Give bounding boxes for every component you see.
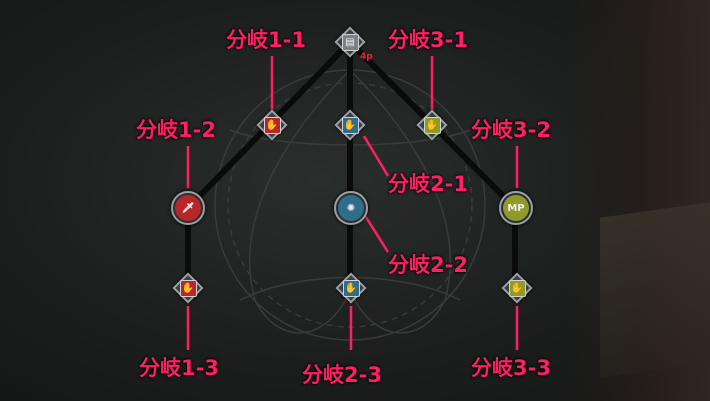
skill-node-branch-3-1[interactable]: ✋ — [416, 109, 448, 141]
root-point-badge: 4p — [360, 52, 373, 62]
label-branch-3-3: 分岐3-3 — [471, 356, 551, 380]
label-branch-1-3: 分岐1-3 — [139, 356, 219, 380]
label-branch-2-1: 分岐2-1 — [388, 172, 468, 196]
annotation-leader-lines — [186, 56, 519, 350]
mp-icon: MP — [503, 195, 529, 221]
hand-strike-icon: ✋ — [508, 279, 526, 297]
skill-stack-icon: ▤ — [341, 33, 359, 51]
skill-node-branch-1-1[interactable]: ✋ — [256, 109, 288, 141]
skill-node-branch-1-3[interactable]: ✋ — [172, 272, 204, 304]
hand-strike-icon: ✋ — [423, 116, 441, 134]
hand-strike-icon: ✋ — [341, 116, 359, 134]
skill-node-branch-3-3[interactable]: ✋ — [501, 272, 533, 304]
label-branch-1-1: 分岐1-1 — [226, 28, 306, 52]
label-branch-1-2: 分岐1-2 — [136, 118, 216, 142]
magic-orb-icon: ✺ — [338, 195, 364, 221]
label-branch-2-2: 分岐2-2 — [388, 253, 468, 277]
label-branch-2-3: 分岐2-3 — [302, 363, 382, 387]
skill-node-branch-3-2[interactable]: MP — [499, 191, 533, 225]
hand-strike-icon: ✋ — [342, 279, 360, 297]
hand-strike-icon: ✋ — [263, 116, 281, 134]
skill-node-branch-2-2[interactable]: ✺ — [334, 191, 368, 225]
hand-strike-icon: ✋ — [179, 279, 197, 297]
skill-node-branch-2-3[interactable]: ✋ — [335, 272, 367, 304]
skill-node-root[interactable]: ▤ — [334, 26, 366, 58]
skill-node-branch-1-2[interactable]: 🗡 — [171, 191, 205, 225]
skill-node-branch-2-1[interactable]: ✋ — [334, 109, 366, 141]
label-branch-3-1: 分岐3-1 — [388, 28, 468, 52]
label-branch-3-2: 分岐3-2 — [471, 118, 551, 142]
sword-icon: 🗡 — [175, 195, 201, 221]
